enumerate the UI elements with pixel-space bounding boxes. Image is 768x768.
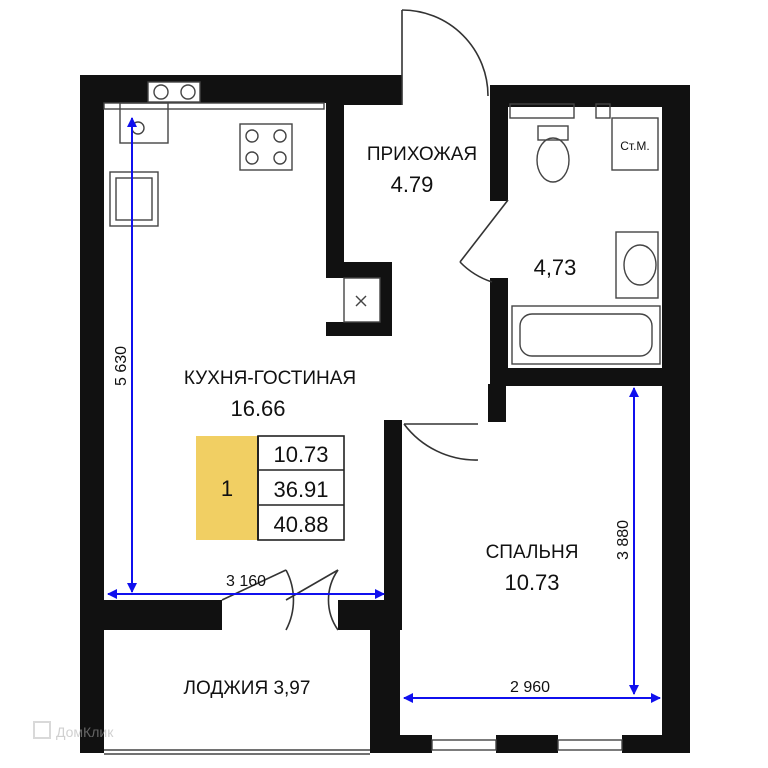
kitchen-living-name: КУХНЯ-ГОСТИНАЯ: [184, 368, 356, 389]
walls: [80, 75, 690, 753]
kitchen-living-area: 16.66: [230, 396, 285, 421]
kitchen-height-text: 5 630: [113, 346, 130, 386]
watermark: ДомКлик: [33, 721, 114, 740]
rooms-count-badge: [196, 436, 258, 540]
dimension-lines: [107, 117, 661, 703]
rooms-count: 1: [221, 476, 233, 501]
total-with-loggia-value: 40.88: [273, 512, 328, 537]
fixtures: [103, 81, 661, 755]
living-area-value: 10.73: [273, 442, 328, 467]
bedroom-name: СПАЛЬНЯ: [486, 542, 579, 563]
bedroom-area: 10.73: [504, 570, 559, 595]
bathroom-area: 4,73: [534, 255, 577, 280]
bedroom-height-text: 3 880: [615, 520, 632, 560]
loggia-label: ЛОДЖИЯ 3,97: [184, 678, 311, 699]
watermark-text: ДомКлик: [56, 724, 114, 740]
total-area-value: 36.91: [273, 477, 328, 502]
washer-label: Ст.М.: [620, 139, 650, 153]
hallway-name: ПРИХОЖАЯ: [367, 144, 477, 165]
house-icon: [33, 721, 51, 739]
bedroom-width-text: 2 960: [510, 679, 550, 696]
area-summary: 1 10.73 36.91 40.88: [196, 435, 345, 541]
hallway-area: 4.79: [391, 172, 434, 197]
kitchen-width-text: 3 160: [226, 573, 266, 590]
